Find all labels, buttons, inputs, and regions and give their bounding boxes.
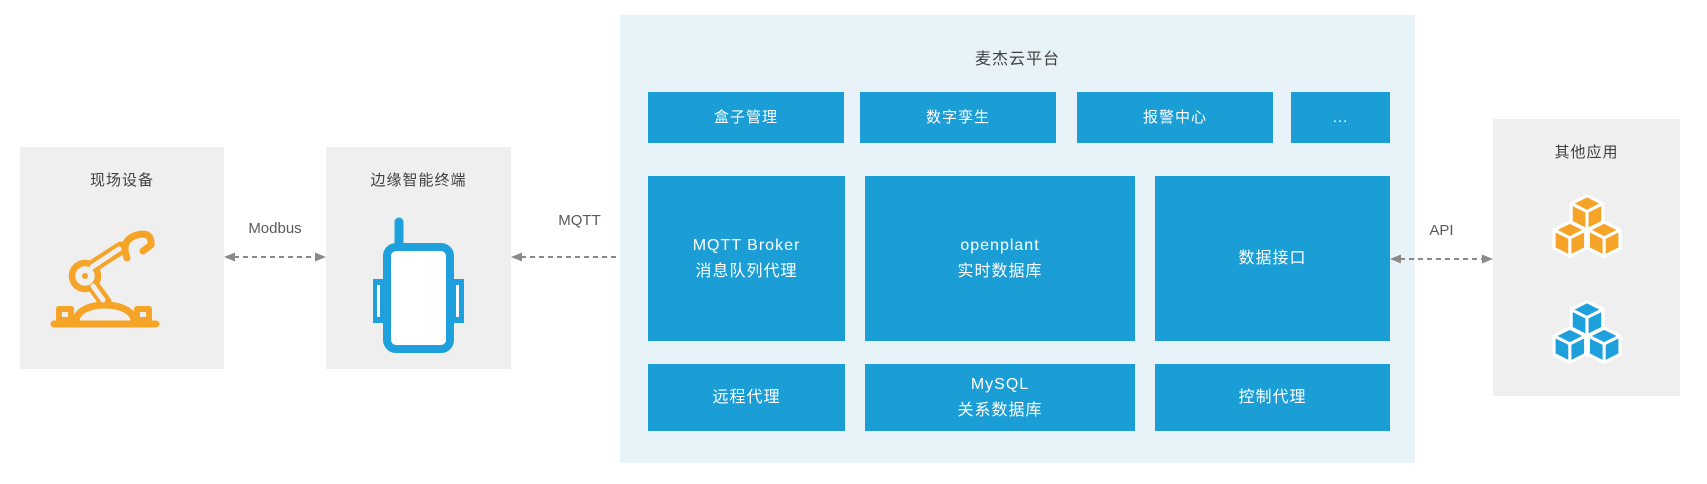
modbus-arrow-icon (224, 252, 326, 262)
api-arrow-icon (1390, 254, 1493, 264)
edge-terminal-title: 边缘智能终端 (370, 172, 467, 189)
orange-cubes-icon (1552, 194, 1622, 258)
remote-agent-box: 远程代理 (648, 364, 845, 431)
control-agent-box: 控制代理 (1155, 364, 1390, 431)
more-modules: ... (1291, 92, 1390, 143)
blue-cubes-icon (1552, 300, 1622, 364)
openplant-line1: openplant (960, 236, 1040, 254)
openplant-line2: 实时数据库 (957, 262, 1043, 280)
mysql-line2: 关系数据库 (957, 401, 1043, 419)
digital-twin-label: 数字孪生 (925, 108, 990, 126)
node-cloud-platform: 麦杰云平台 盒子管理 数字孪生 报警中心 ... MQTT Broker 消息队… (620, 15, 1415, 463)
field-device-title: 现场设备 (89, 172, 154, 189)
link-modbus-label: Modbus (248, 220, 302, 237)
iot-terminal-icon (373, 217, 464, 353)
link-api-label: API (1429, 222, 1454, 239)
box-management-label: 盒子管理 (713, 108, 778, 126)
node-other-apps: 其他应用 (1493, 119, 1680, 396)
mqtt-broker-line1: MQTT Broker (692, 236, 801, 254)
digital-twin-module: 数字孪生 (860, 92, 1056, 143)
alarm-center-module: 报警中心 (1077, 92, 1273, 143)
node-edge-terminal: 边缘智能终端 (326, 147, 511, 369)
other-apps-title: 其他应用 (1554, 144, 1619, 161)
node-field-device: 现场设备 (20, 147, 224, 369)
remote-agent-line1: 远程代理 (712, 388, 781, 406)
cloud-platform-title: 麦杰云平台 (974, 51, 1060, 68)
robot-arm-icon (50, 230, 160, 328)
data-interface-line1: 数据接口 (1238, 249, 1307, 267)
control-agent-line1: 控制代理 (1238, 388, 1307, 406)
mysql-db-box: MySQL 关系数据库 (865, 364, 1135, 431)
mqtt-broker-box: MQTT Broker 消息队列代理 (648, 176, 845, 341)
mysql-line1: MySQL (970, 375, 1030, 393)
data-interface-box: 数据接口 (1155, 176, 1390, 341)
more-modules-label: ... (1332, 108, 1349, 126)
mqtt-broker-line2: 消息队列代理 (695, 262, 798, 280)
box-management-module: 盒子管理 (648, 92, 844, 143)
link-mqtt-label: MQTT (558, 212, 601, 229)
alarm-center-label: 报警中心 (1142, 108, 1207, 126)
openplant-db-box: openplant 实时数据库 (865, 176, 1135, 341)
